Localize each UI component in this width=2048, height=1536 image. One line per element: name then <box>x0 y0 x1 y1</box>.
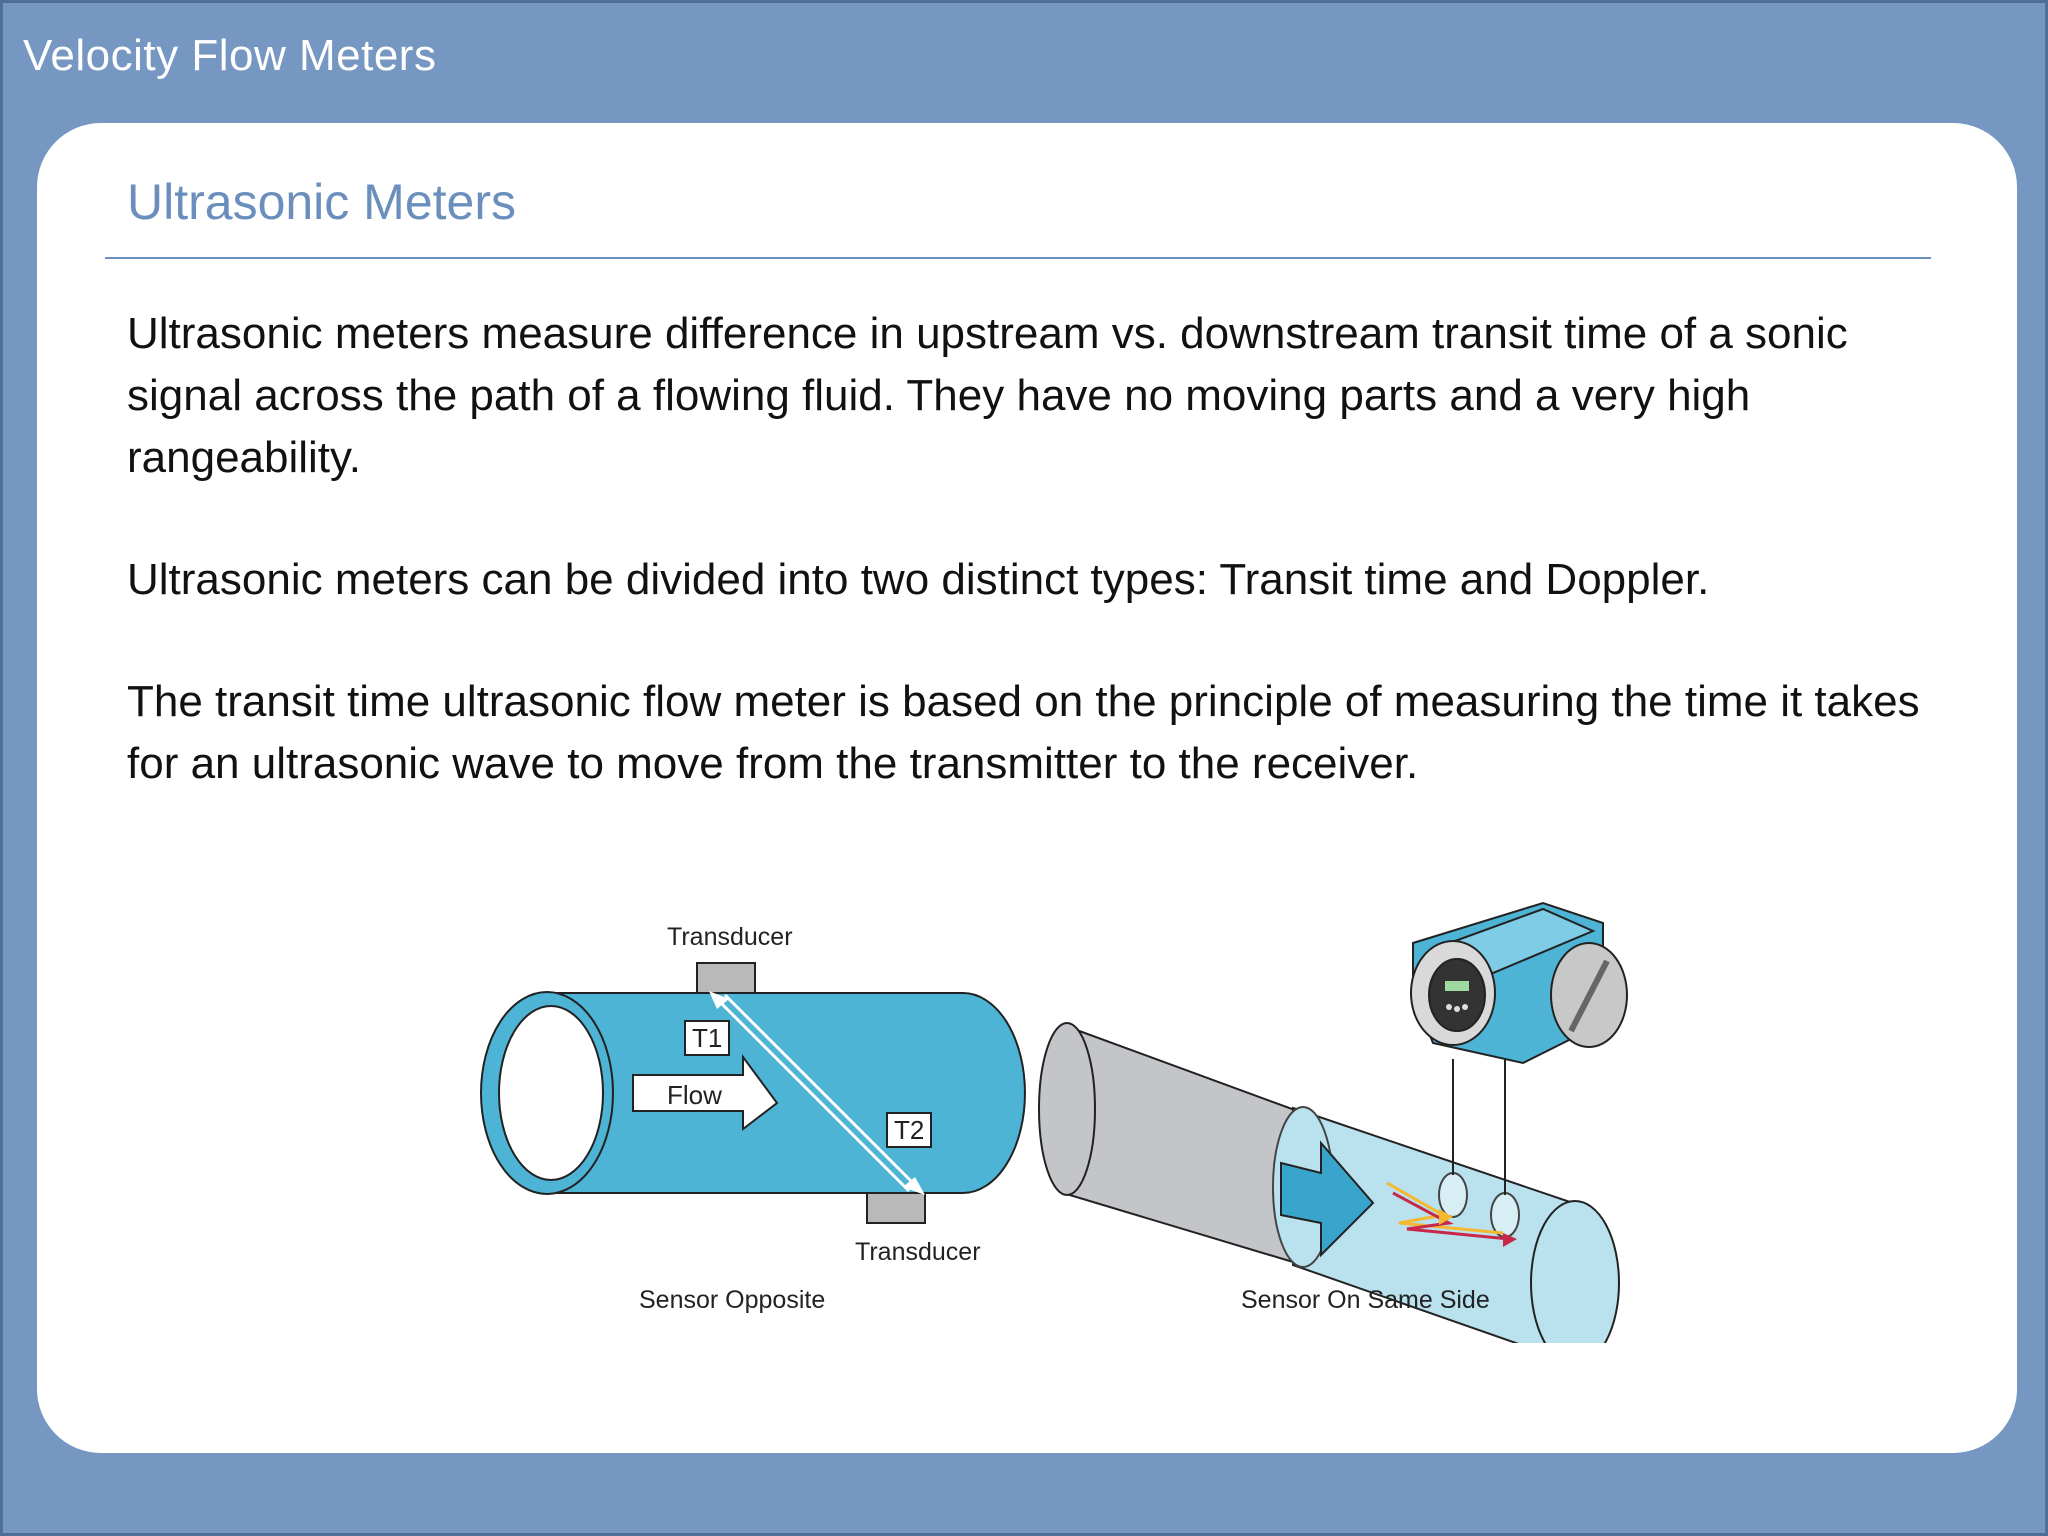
display-button-2 <box>1454 1006 1460 1012</box>
figure-svg: Transducer Transducer T1 T2 Flow S <box>480 901 1628 1343</box>
flow-label: Flow <box>667 1080 722 1110</box>
transducer-bottom <box>866 1192 926 1224</box>
signal-path-up <box>723 993 923 1193</box>
t2-box <box>886 1112 932 1148</box>
signal-path-down <box>711 993 911 1193</box>
sensor-same-side-diagram: Sensor On Same Side <box>1038 901 1628 1343</box>
signal-arrowhead-yellow <box>1439 1209 1453 1225</box>
pipe-end <box>1530 1200 1620 1343</box>
paragraph-3: The transit time ultrasonic flow meter i… <box>127 677 1920 788</box>
side-cap-slot <box>1568 959 1610 1033</box>
t1-box <box>684 1020 730 1056</box>
sensor-1 <box>1438 1172 1468 1218</box>
sensor-same-side-caption: Sensor On Same Side <box>1241 1286 1490 1314</box>
paragraph-1: Ultrasonic meters measure difference in … <box>127 309 1848 482</box>
signal-yellow <box>1386 1181 1504 1235</box>
transducer-top-label: Transducer <box>667 923 793 951</box>
display-face <box>1428 958 1486 1032</box>
t2-label: T2 <box>894 1115 924 1145</box>
display-button-3 <box>1462 1004 1468 1010</box>
pipe-opening-inner <box>498 1005 604 1181</box>
pipe-body <box>542 992 1026 1194</box>
ultrasonic-meter-figure: Transducer Transducer T1 T2 Flow S <box>443 763 1663 1343</box>
display-button-1 <box>1446 1004 1452 1010</box>
content-card: Ultrasonic Meters Ultrasonic meters meas… <box>37 123 2017 1453</box>
display-screen <box>1445 981 1469 991</box>
slide-header-title: Velocity Flow Meters <box>23 31 437 80</box>
sensor-opposite-caption: Sensor Opposite <box>639 1286 825 1314</box>
signal-arrowhead-red <box>1503 1233 1517 1247</box>
title-divider <box>105 257 1931 259</box>
pipe-grey-section <box>1062 1023 1304 1267</box>
transducer-bottom-label: Transducer <box>855 1238 981 1266</box>
sensor-opposite-diagram: Transducer Transducer T1 T2 Flow S <box>480 923 1026 1314</box>
body-text: Ultrasonic meters measure difference in … <box>127 303 1957 855</box>
signal-red <box>1392 1191 1510 1241</box>
signal-arrowhead-up <box>709 991 729 1009</box>
paragraph-2: Ultrasonic meters can be divided into tw… <box>127 555 1710 604</box>
pipe-grey-end <box>1038 1022 1096 1196</box>
t1-label: T1 <box>692 1023 722 1053</box>
blue-flow-arrow <box>1280 1140 1375 1258</box>
transducer-top <box>696 962 756 994</box>
sensor-2 <box>1490 1192 1520 1238</box>
card-title: Ultrasonic Meters <box>127 174 516 230</box>
flow-arrow <box>632 1053 779 1132</box>
signal-arrowhead-down <box>903 1177 925 1195</box>
